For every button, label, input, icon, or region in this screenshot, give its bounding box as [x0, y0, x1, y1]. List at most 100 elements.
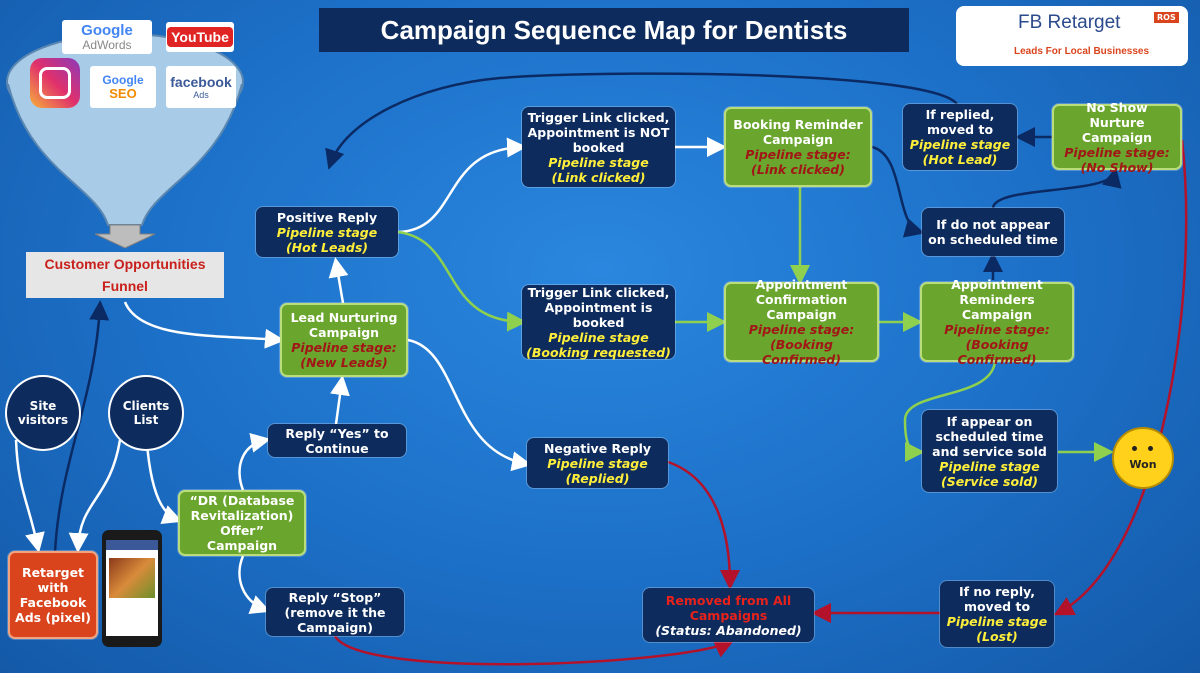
removed-node: Removed from All Campaigns (Status: Aban…	[643, 588, 814, 642]
brand-badge: ROS	[1154, 12, 1179, 23]
arrow-clients-to-dr	[144, 429, 183, 524]
won-label: Won	[1129, 458, 1157, 471]
appointment-confirmation-stage-prefix: Pipeline stage:	[748, 322, 855, 337]
if-appear-node: If appear on scheduled time and service …	[922, 410, 1057, 492]
negative-reply-stage-prefix: Pipeline stage	[547, 455, 648, 471]
instagram-icon	[30, 58, 80, 108]
trigger-booked-stage-prefix: Pipeline stage	[548, 329, 649, 345]
lead-nurturing-stage-prefix: Pipeline stage:	[291, 340, 397, 355]
appointment-reminders-node: Appointment Reminders Campaign Pipeline …	[920, 277, 1074, 367]
won-smiley: Won	[1112, 427, 1174, 489]
arrow-noshow-to-noreply	[1053, 139, 1188, 616]
if-appear-stage-prefix: Pipeline stage	[939, 458, 1040, 474]
retarget-facebook-node: Retarget with Facebook Ads (pixel)	[8, 551, 98, 639]
adwords-text: AdWords	[82, 37, 132, 52]
facebook-ads-logo: facebook Ads	[166, 66, 236, 108]
appointment-confirmation-stage: (Booking Confirmed)	[762, 337, 841, 367]
page-title: Campaign Sequence Map for Dentists	[319, 8, 909, 52]
seo-text: SEO	[109, 85, 137, 101]
arrow-yes-to-nurturing	[330, 375, 350, 425]
google-seo-logo: Google SEO	[90, 66, 156, 108]
appointment-confirmation-node: Appointment Confirmation Campaign Pipeli…	[724, 277, 879, 367]
if-replied-stage: (Hot Lead)	[922, 152, 998, 167]
arrow-retarget-to-funnel	[53, 300, 110, 553]
site-visitors-node: Site visitors	[7, 377, 79, 449]
arrow-nurturing-to-negative	[407, 338, 532, 472]
facebook-ads-text: Ads	[193, 89, 209, 100]
appointment-reminders-stage: (Booking Confirmed)	[957, 337, 1037, 367]
appointment-reminders-label: Appointment Reminders Campaign	[951, 277, 1043, 322]
arrow-notappear-to-noshow	[991, 167, 1122, 209]
booking-reminder-stage: (Link clicked)	[751, 162, 845, 177]
negative-reply-stage: (Replied)	[565, 470, 630, 486]
arrow-clients-to-retarget	[68, 439, 122, 553]
customer-opportunities-funnel: Customer Opportunities Funnel	[26, 252, 224, 298]
positive-reply-node: Positive Reply Pipeline stage (Hot Leads…	[256, 207, 398, 257]
trigger-booked-stage: (Booking requested)	[526, 344, 671, 360]
brand-name: FB Retarget	[1018, 12, 1121, 33]
arrow-positive-to-booked	[397, 230, 527, 332]
positive-reply-label: Positive Reply	[276, 209, 378, 225]
lead-nurturing-label: Lead Nurturing Campaign	[290, 310, 398, 340]
removed-label: Removed from All Campaigns	[665, 592, 792, 623]
dr-offer-node: “DR (Database Revitalization) Offer” Cam…	[178, 490, 306, 556]
if-appear-label: If appear on scheduled time and service …	[932, 413, 1047, 459]
if-no-reply-stage-prefix: Pipeline stage	[946, 614, 1048, 629]
clients-list-node: Clients List	[110, 377, 182, 449]
appointment-reminders-stage-prefix: Pipeline stage:	[944, 322, 1050, 337]
negative-reply-label: Negative Reply	[543, 440, 652, 456]
brand-logo: FB Retarget ROS Leads For Local Business…	[956, 6, 1188, 66]
seo-google-text: Google	[102, 72, 144, 87]
no-show-stage-prefix: Pipeline stage:	[1064, 144, 1170, 160]
youtube-logo: YouTube	[166, 22, 234, 52]
brand-tagline: Leads For Local Businesses	[1014, 46, 1150, 57]
arrow-negative-to-removed	[667, 460, 740, 590]
if-replied-label: If replied, moved to	[925, 107, 995, 137]
reply-stop-node: Reply “Stop” (remove it the Campaign)	[266, 588, 404, 636]
trigger-booked-label: Trigger Link clicked, Appointment is boo…	[527, 284, 670, 330]
if-no-reply-label: If no reply, moved to	[958, 584, 1036, 614]
if-replied-stage-prefix: Pipeline stage	[909, 137, 1011, 152]
arrow-stop-to-removed	[333, 635, 735, 666]
booking-reminder-stage-prefix: Pipeline stage:	[745, 147, 851, 162]
facebook-text: facebook	[170, 73, 232, 90]
trigger-booked-node: Trigger Link clicked, Appointment is boo…	[522, 284, 675, 360]
negative-reply-node: Negative Reply Pipeline stage (Replied)	[527, 438, 668, 488]
youtube-text: YouTube	[167, 27, 233, 47]
arrow-dr-to-stop	[238, 555, 271, 614]
smiley-eye-right	[1148, 446, 1153, 451]
no-show-label: No Show Nurture Campaign	[1081, 99, 1153, 145]
trigger-not-booked-stage-prefix: Pipeline stage	[548, 154, 649, 170]
arrow-replied-to-funnel	[325, 72, 958, 170]
arrow-bookreminder-to-notappear	[871, 145, 925, 238]
if-no-reply-stage: (Lost)	[976, 629, 1018, 644]
trigger-not-booked-node: Trigger Link clicked, Appointment is NOT…	[522, 107, 675, 187]
google-adwords-logo: Google AdWords	[62, 20, 152, 54]
lead-nurturing-node: Lead Nurturing Campaign Pipeline stage: …	[280, 303, 408, 377]
booking-reminder-label: Booking Reminder Campaign	[733, 117, 863, 147]
if-no-reply-node: If no reply, moved to Pipeline stage (Lo…	[940, 581, 1054, 647]
appointment-confirmation-label: Appointment Confirmation Campaign	[755, 277, 848, 322]
arrow-dr-to-yes	[238, 433, 271, 491]
reply-yes-node: Reply “Yes” to Continue	[268, 424, 406, 457]
arrow-positive-to-notbooked	[397, 137, 527, 234]
phone-mockup	[102, 530, 162, 647]
phone-screen	[106, 540, 158, 636]
smiley-eye-left	[1132, 446, 1137, 451]
if-replied-node: If replied, moved to Pipeline stage (Hot…	[903, 104, 1017, 170]
trigger-not-booked-stage: (Link clicked)	[551, 169, 646, 185]
arrow-nurturing-to-positive	[328, 257, 349, 304]
arrow-reminders-to-appear	[903, 361, 997, 462]
no-show-nurture-node: No Show Nurture Campaign Pipeline stage:…	[1052, 100, 1182, 175]
if-appear-stage: (Service sold)	[940, 473, 1038, 489]
if-not-appear-node: If do not appear on scheduled time	[922, 208, 1064, 256]
google-text: Google	[81, 21, 133, 39]
positive-reply-stage-prefix: Pipeline stage	[276, 224, 378, 240]
removed-status: (Status: Abandoned)	[655, 622, 802, 638]
trigger-not-booked-label: Trigger Link clicked, Appointment is NOT…	[527, 109, 670, 155]
arrow-visitors-to-retarget	[14, 439, 45, 553]
lead-nurturing-stage: (New Leads)	[300, 355, 388, 370]
arrow-funnel-to-nurturing	[123, 301, 285, 349]
no-show-stage: (No Show)	[1080, 159, 1154, 175]
